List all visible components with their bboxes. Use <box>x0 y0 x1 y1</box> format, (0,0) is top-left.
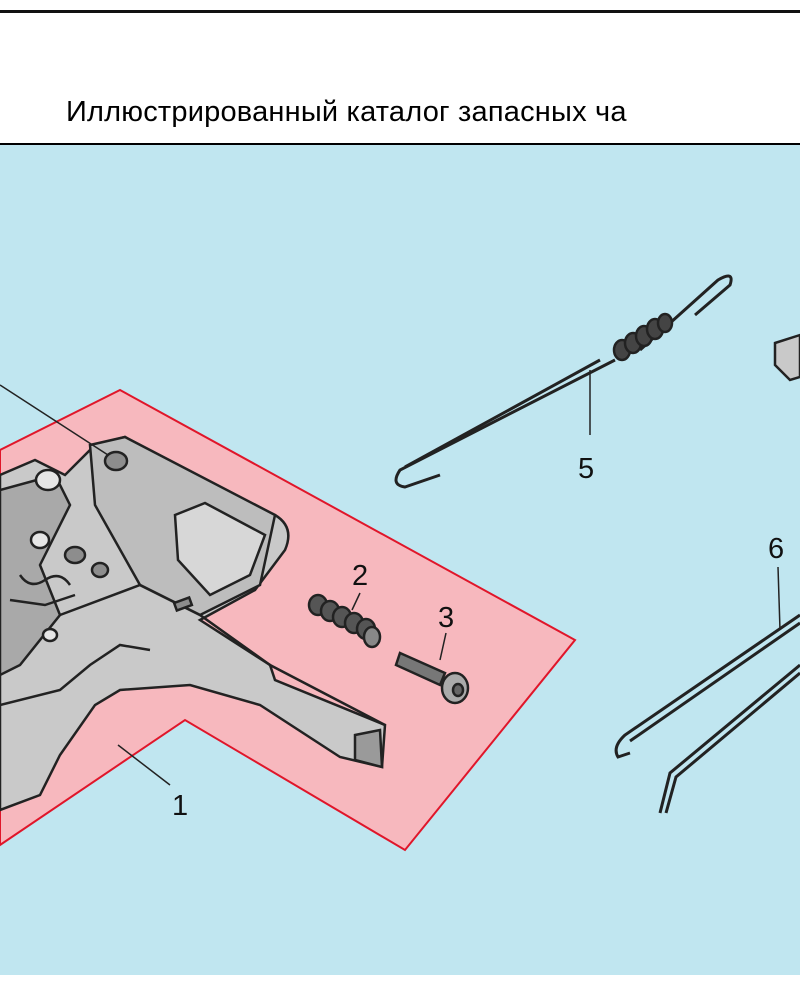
part-rod-coil <box>612 312 674 362</box>
part-rods <box>614 613 800 814</box>
part-spring <box>307 593 382 649</box>
parts-illustration: 1 2 3 5 6 <box>0 274 800 852</box>
part-bolt <box>394 651 470 705</box>
part-clip <box>773 333 800 382</box>
exploded-parts-diagram: 1 2 3 5 6 <box>0 145 800 975</box>
leader-lines <box>0 370 781 786</box>
part-latch-assembly <box>0 435 387 812</box>
callout-3: 3 <box>438 602 454 634</box>
callout-2: 2 <box>352 560 368 592</box>
callout-5: 5 <box>578 453 594 485</box>
callout-6: 6 <box>768 533 784 565</box>
part-spring-rod <box>394 274 733 489</box>
page-title: Иллюстрированный каталог запасных ча <box>66 96 627 128</box>
top-border <box>0 10 800 13</box>
callout-1: 1 <box>172 790 188 822</box>
title-underline <box>0 143 800 145</box>
